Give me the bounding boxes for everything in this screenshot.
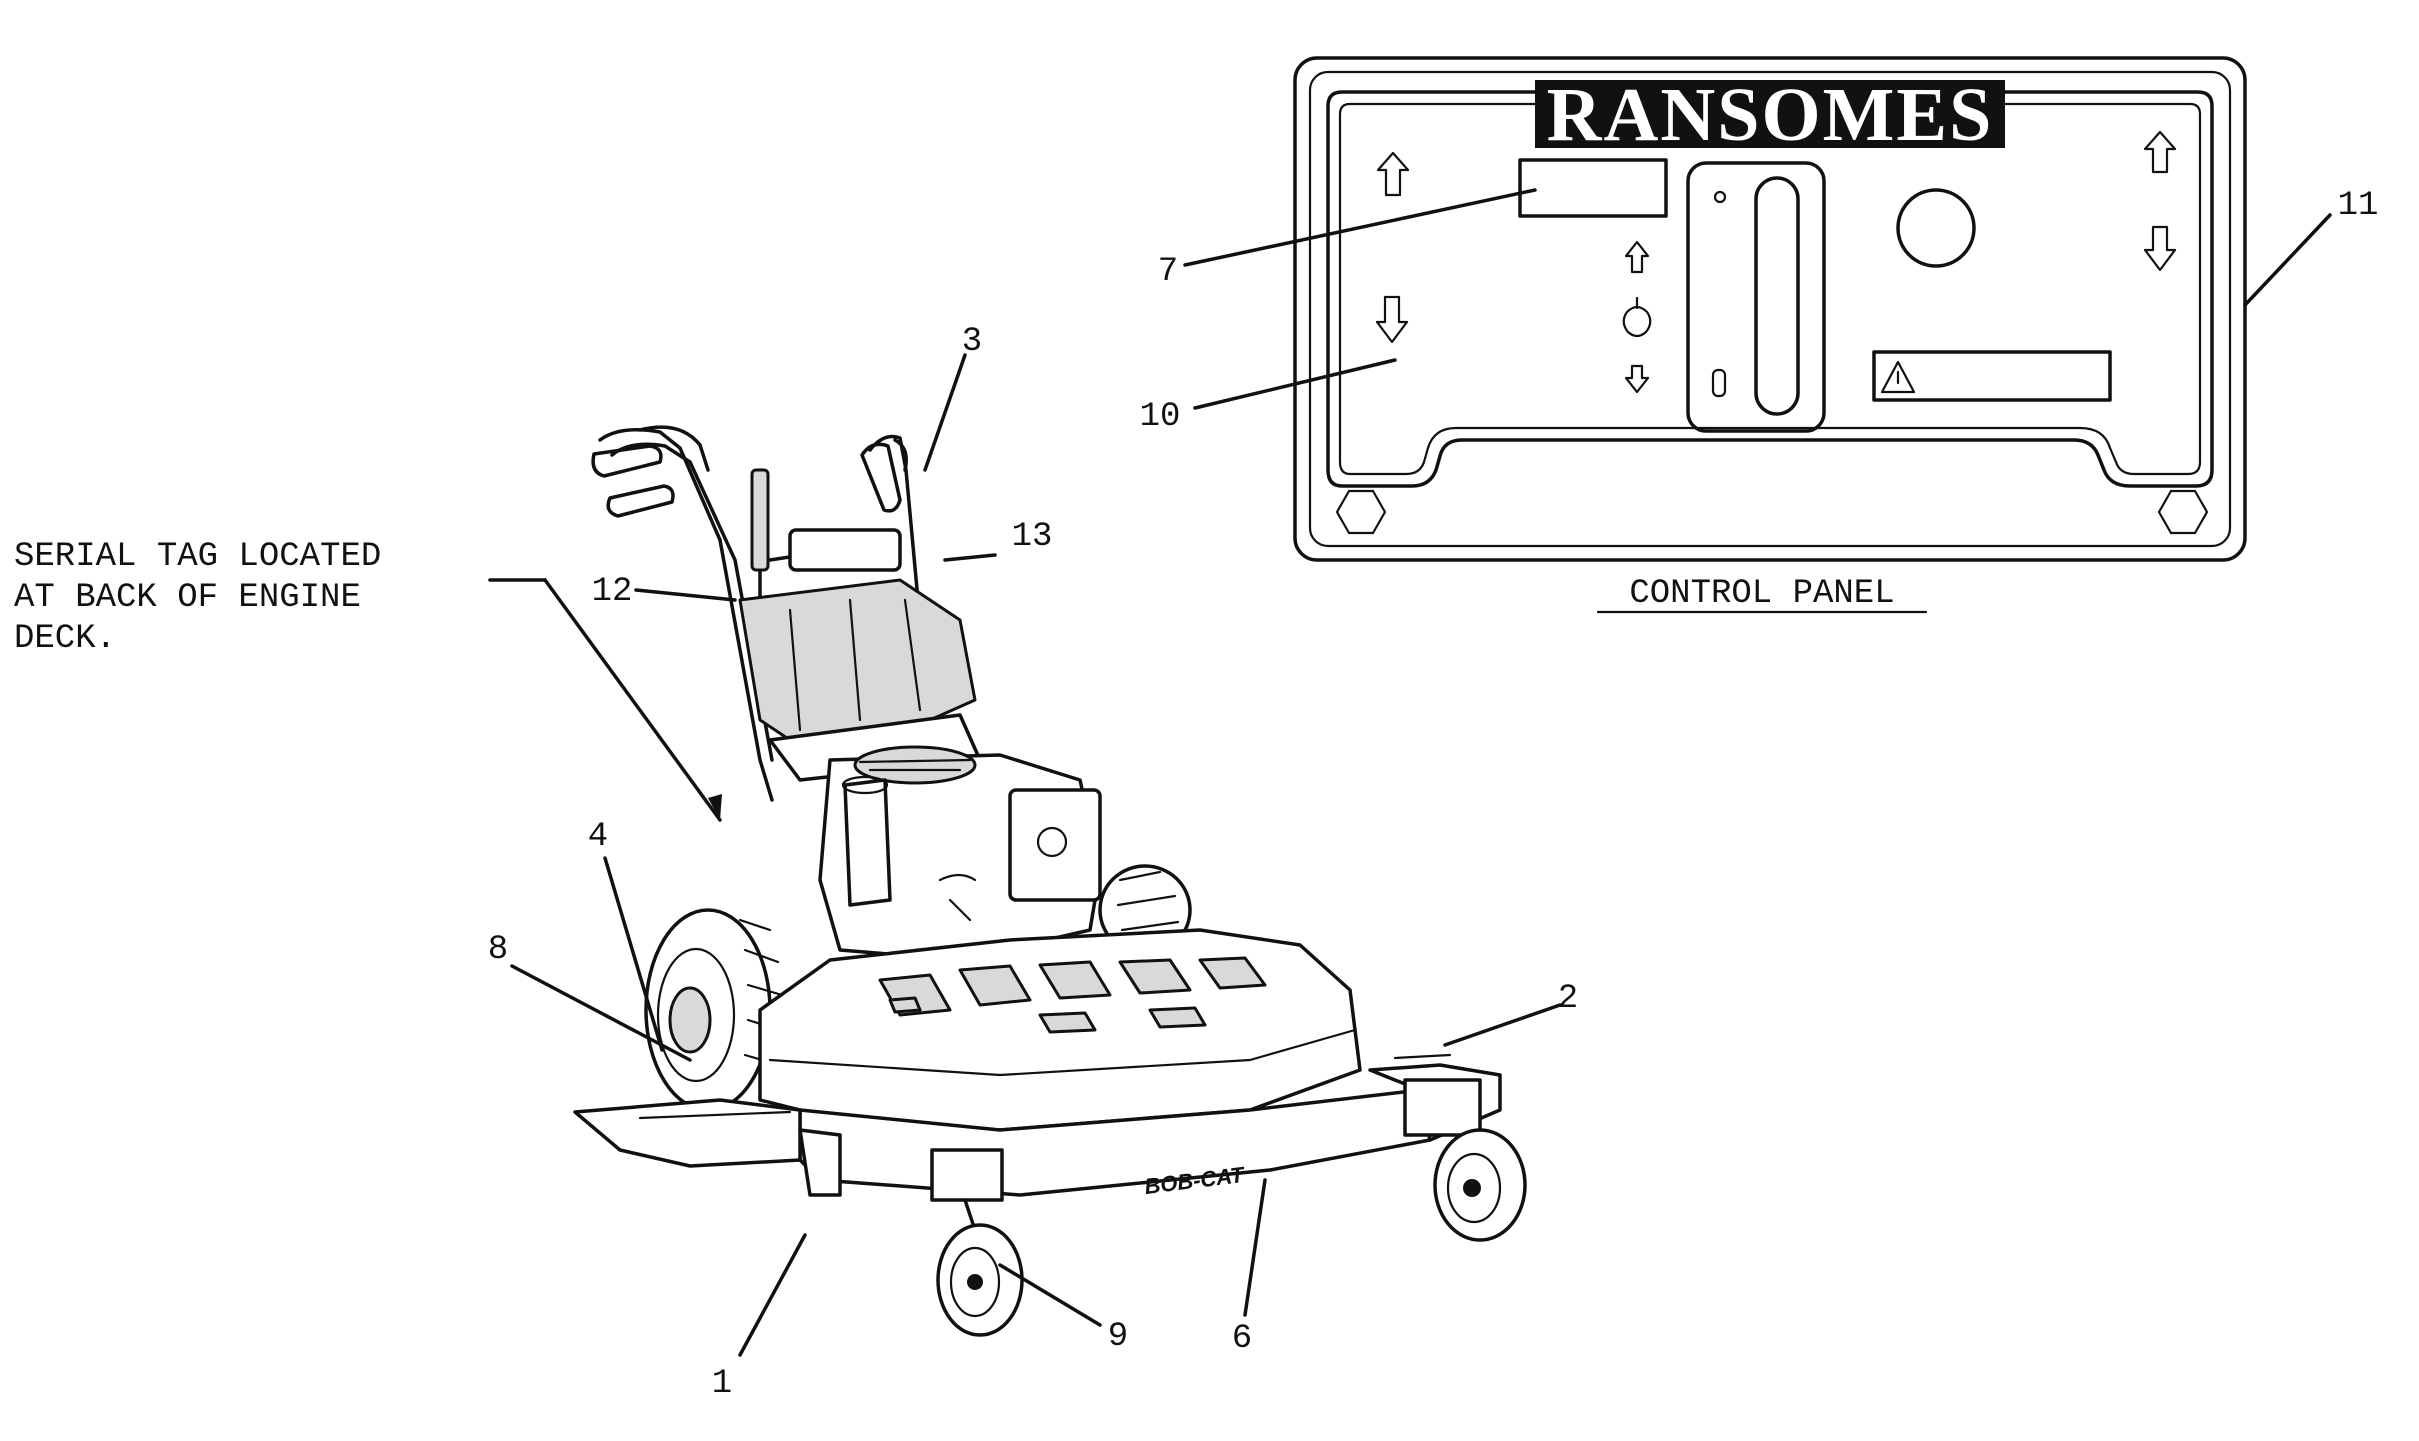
panel-label-slot (1518, 158, 1668, 218)
down-arrow-icon (2143, 225, 2177, 272)
callout-10: 10 (1140, 398, 1181, 436)
hex-bolt-icon (1335, 489, 1387, 535)
down-arrow-icon (1624, 364, 1650, 394)
brand-logo: RANSOMES (1547, 73, 1994, 157)
up-arrow-icon (1376, 151, 1410, 197)
leader-10 (1193, 358, 1397, 410)
warning-decal (1872, 350, 2112, 402)
leader-13 (943, 553, 997, 562)
leader-6 (1243, 1178, 1267, 1317)
ignition-hole[interactable] (1896, 188, 1976, 268)
air-filter (1008, 788, 1102, 902)
throttle-indicator-dot (1713, 190, 1727, 204)
panel-recess-inner (1338, 102, 2202, 476)
callout-1: 1 (712, 1365, 732, 1403)
warning-icon (1880, 360, 1916, 394)
caster-wheel-left (930, 1148, 1024, 1337)
recoil-starter (853, 745, 977, 785)
leader-1 (738, 1233, 807, 1357)
callout-9: 9 (1108, 1318, 1128, 1356)
callout-labels: 7 10 11 3 13 12 4 8 2 1 9 6 (488, 187, 2379, 1403)
callout-12: 12 (592, 573, 633, 611)
leader-2 (1443, 1003, 1562, 1047)
rear-wheel-left (644, 908, 784, 1112)
leader-11 (2243, 213, 2332, 307)
callout-11: 11 (2338, 187, 2379, 225)
leader-3 (923, 353, 967, 472)
throttle-bezel (1686, 161, 1826, 433)
handle-grip-left[interactable] (591, 444, 663, 478)
up-arrow-icon (2143, 130, 2177, 174)
choke-icon (1622, 296, 1652, 338)
handle-grip-right[interactable] (860, 442, 902, 513)
control-panel: RANSOMES CONTROL PANEL (1293, 56, 2247, 614)
hex-bolt-icon (2157, 489, 2209, 535)
callout-3: 3 (962, 323, 982, 361)
callout-8: 8 (488, 931, 508, 969)
callout-13: 13 (1012, 518, 1053, 556)
callout-2: 2 (1558, 980, 1578, 1018)
down-arrow-icon (1375, 295, 1409, 344)
serial-note-line-1: SERIAL TAG LOCATED (14, 538, 381, 576)
handle-right (868, 434, 920, 602)
leader-4 (603, 856, 664, 1052)
throttle-indicator-bar (1711, 368, 1727, 398)
panel-outer-border (1293, 56, 2247, 562)
serial-leader-b (543, 578, 722, 822)
serial-note-line-2: AT BACK OF ENGINE (14, 579, 361, 617)
throttle-slot[interactable] (1754, 176, 1800, 416)
caster-wheel-right (1403, 1078, 1527, 1242)
fuel-tank (738, 578, 977, 742)
serial-tag-note: SERIAL TAG LOCATED AT BACK OF ENGINE DEC… (14, 538, 381, 658)
leader-lines (488, 188, 2332, 1357)
leader-12 (634, 588, 737, 602)
up-arrow-icon (1624, 240, 1650, 274)
discharge-chute (573, 1098, 802, 1168)
panel-caption: CONTROL PANEL (1629, 575, 1894, 613)
panel-recess-outline (1326, 90, 2214, 488)
leader-8 (510, 964, 692, 1062)
mower-illustration: BOB-CAT (573, 425, 1527, 1337)
callout-4: 4 (588, 818, 608, 856)
callout-7: 7 (1158, 253, 1178, 291)
leader-9 (998, 1263, 1102, 1327)
serial-note-line-3: DECK. (14, 620, 116, 658)
brand-banner (1535, 80, 2005, 148)
serial-leader-arrow (708, 794, 722, 820)
callout-6: 6 (1232, 1320, 1252, 1358)
panel-inner-border (1308, 70, 2232, 548)
leader-7 (1183, 188, 1537, 267)
